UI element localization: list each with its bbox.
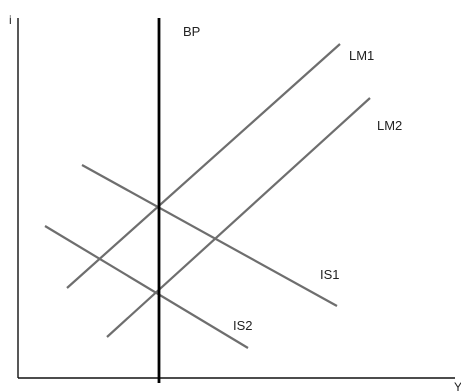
y-axis-label: i (9, 13, 12, 27)
lm1-curve (66, 43, 341, 289)
bp-label: BP (183, 24, 200, 39)
is1-label: IS1 (320, 267, 340, 282)
lm2-curve (106, 97, 371, 338)
is2-label: IS2 (233, 318, 253, 333)
x-axis-label: Y (454, 380, 461, 392)
lm1-label: LM1 (349, 48, 374, 63)
lm2-label: LM2 (377, 118, 402, 133)
is2-curve (44, 225, 249, 349)
is1-curve (81, 164, 338, 307)
